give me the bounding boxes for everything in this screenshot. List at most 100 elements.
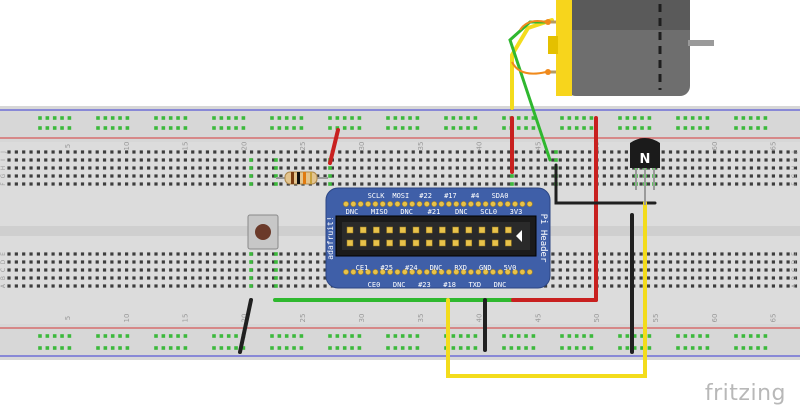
breadboard-hole — [308, 166, 312, 170]
rail-hole — [408, 346, 412, 350]
breadboard-hole — [433, 158, 437, 162]
breadboard-hole — [125, 150, 129, 154]
column-number-bottom: 15 — [182, 314, 190, 323]
breadboard-hole — [242, 252, 246, 256]
breadboard-hole — [323, 166, 327, 170]
rail-hole — [741, 346, 746, 350]
breadboard-hole — [22, 260, 26, 264]
breadboard-hole — [602, 260, 606, 264]
breadboard-hole — [279, 260, 283, 264]
fritzing-watermark: fritzing — [704, 381, 786, 406]
pcb-pad — [504, 201, 511, 207]
row-letter: C — [791, 268, 798, 272]
active-hole — [274, 260, 278, 264]
row-letter: G — [791, 173, 798, 178]
breadboard-hole — [22, 166, 26, 170]
rail-hole — [299, 346, 304, 350]
breadboard-hole — [610, 150, 614, 154]
rail-hole — [168, 116, 173, 120]
breadboard-hole — [661, 166, 665, 170]
rail-hole — [241, 126, 246, 130]
column-number-bottom: 40 — [476, 314, 484, 323]
rail-hole — [226, 116, 231, 120]
rail-hole — [625, 334, 630, 338]
breadboard-hole — [183, 174, 187, 178]
breadboard-hole — [139, 284, 143, 288]
breadboard-hole — [448, 182, 452, 186]
breadboard-hole — [632, 182, 636, 186]
breadboard-hole — [205, 284, 210, 288]
breadboard-hole — [125, 276, 129, 280]
breadboard-hole — [602, 150, 606, 154]
breadboard-hole — [676, 252, 680, 256]
active-hole — [249, 174, 253, 178]
breadboard-hole — [352, 150, 357, 154]
column-number-bottom: 50 — [593, 314, 601, 323]
rail-hole — [524, 116, 528, 120]
breadboard-hole — [330, 174, 334, 178]
rail-hole — [676, 126, 680, 130]
breadboard-hole — [286, 150, 290, 154]
breadboard-hole — [698, 158, 702, 162]
rail-hole — [45, 346, 50, 350]
column-number-top: 25 — [299, 142, 307, 151]
breadboard-hole — [264, 174, 268, 178]
breadboard-hole — [470, 150, 474, 154]
breadboard-hole — [382, 150, 386, 154]
breadboard-hole — [316, 268, 320, 272]
active-hole — [249, 276, 253, 280]
breadboard-hole — [617, 182, 621, 186]
breadboard-hole — [566, 150, 570, 154]
rail-hole — [705, 346, 710, 350]
breadboard-hole — [110, 174, 114, 178]
breadboard-hole — [330, 182, 334, 186]
breadboard-hole — [323, 182, 327, 186]
breadboard-hole — [139, 182, 143, 186]
breadboard-hole — [624, 158, 628, 162]
rail-hole — [451, 126, 456, 130]
breadboard-hole — [205, 252, 210, 256]
breadboard-hole — [117, 284, 121, 288]
breadboard-hole — [161, 166, 165, 170]
breadboard-hole — [698, 166, 702, 170]
active-hole — [249, 260, 253, 264]
header-pin — [425, 239, 433, 247]
breadboard-hole — [176, 182, 180, 186]
breadboard-hole — [771, 182, 775, 186]
breadboard-hole — [757, 174, 761, 178]
breadboard-hole — [499, 182, 504, 186]
rail-hole — [748, 116, 753, 120]
breadboard-hole — [102, 252, 107, 256]
breadboard-hole — [147, 252, 151, 256]
breadboard-hole — [742, 166, 746, 170]
breadboard-hole — [227, 284, 232, 288]
rail-hole — [466, 126, 470, 130]
rail-hole — [299, 334, 304, 338]
breadboard-hole — [66, 276, 70, 280]
header-pin — [491, 239, 499, 247]
breadboard-hole — [757, 158, 761, 162]
breadboard-hole — [720, 158, 724, 162]
breadboard-hole — [757, 166, 761, 170]
breadboard-hole — [88, 260, 92, 264]
breadboard-hole — [683, 182, 687, 186]
breadboard-hole — [51, 284, 55, 288]
pin-label-top: #17 — [444, 192, 457, 200]
breadboard-hole — [646, 252, 651, 256]
breadboard-hole — [492, 150, 496, 154]
rail-hole — [357, 346, 362, 350]
breadboard-hole — [610, 284, 614, 288]
breadboard-hole — [154, 260, 158, 264]
breadboard-hole — [132, 284, 136, 288]
pin-label-bottom: CE0 — [368, 281, 381, 289]
pcb-pad — [526, 201, 533, 207]
breadboard-hole — [441, 150, 445, 154]
breadboard-hole — [507, 150, 511, 154]
breadboard-hole — [272, 268, 276, 272]
breadboard-hole — [735, 252, 739, 256]
breadboard-hole — [771, 276, 775, 280]
rail-hole — [516, 116, 521, 120]
breadboard-hole — [654, 284, 658, 288]
rail-hole — [756, 346, 760, 350]
breadboard-hole — [551, 284, 555, 288]
